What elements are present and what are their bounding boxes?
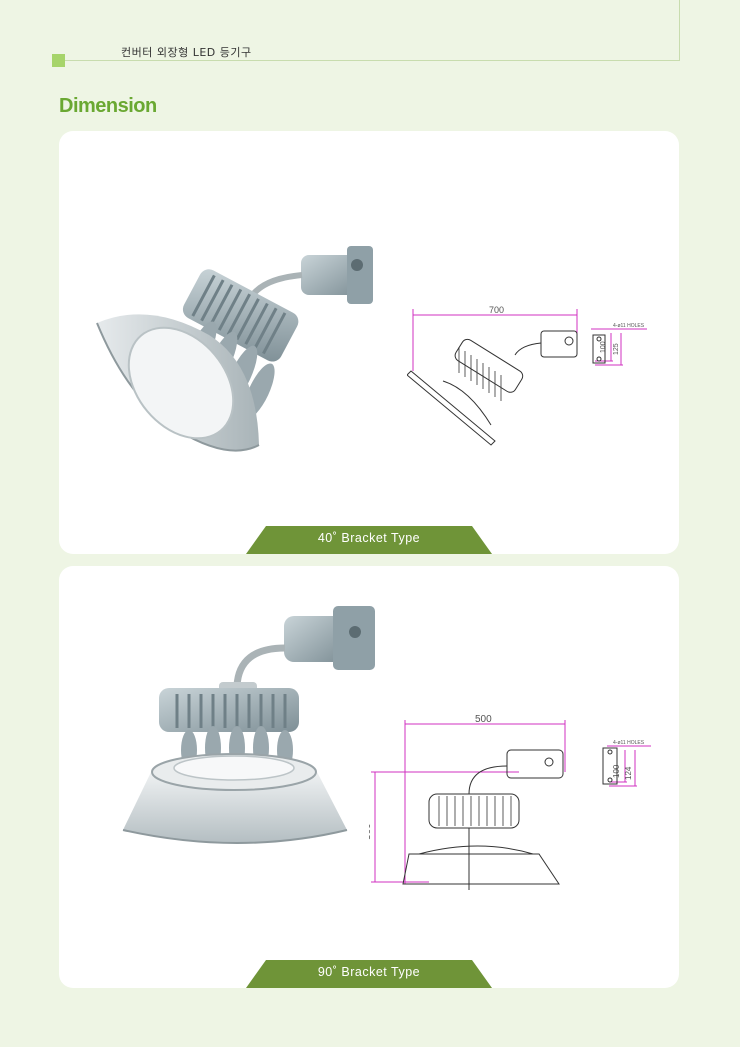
bracket-type-label: 90˚ Bracket Type	[317, 965, 421, 979]
panel-90-bracket: 500 360 4-ø11 HOLES 100 124 90˚ Bracke	[59, 566, 679, 988]
bracket-type-label: 40˚ Bracket Type	[317, 531, 421, 545]
dim-width-label: 500	[475, 714, 492, 725]
dim-b-label: 125	[613, 343, 620, 355]
dim-height-label: 360	[369, 823, 373, 840]
section-title: Dimension	[59, 95, 157, 117]
header-vertical-rule	[679, 0, 680, 60]
product-photo-40	[96, 246, 373, 452]
bracket-type-ribbon: 40˚ Bracket Type	[246, 526, 492, 554]
hole-note-label: 4-ø11 HOLES	[613, 323, 645, 329]
panel-40-bracket: 700 4-ø11 HOLES 100 125 40˚ Bracket Type	[59, 131, 679, 554]
dimension-drawing-40: 700 4-ø11 HOLES 100 125	[407, 305, 647, 446]
header-accent-square	[52, 54, 65, 67]
ribbon-shape	[246, 960, 492, 988]
dimension-drawing-90: 500 360 4-ø11 HOLES 100 124	[369, 714, 651, 890]
dim-a-label: 100	[600, 341, 607, 353]
dim-b-label: 124	[624, 766, 633, 780]
bracket-type-ribbon: 90˚ Bracket Type	[246, 960, 492, 988]
header-rule	[65, 60, 680, 61]
product-photo-90	[122, 606, 375, 844]
dim-width-label: 700	[489, 305, 504, 315]
page-header-title: 컨버터 외장형 LED 등기구	[121, 46, 252, 59]
ribbon-shape	[246, 526, 492, 554]
hole-note-label: 4-ø11 HOLES	[613, 740, 645, 746]
